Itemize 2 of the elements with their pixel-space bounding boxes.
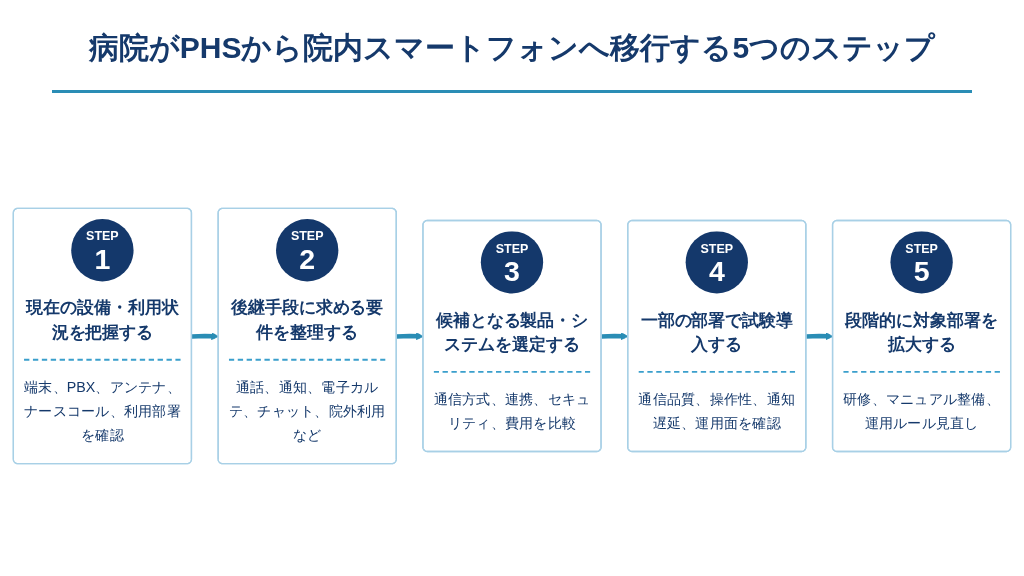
arrow [191, 332, 219, 341]
title: 病院がPHSから院内スマートフォンへ移行する5つのステップ [88, 30, 936, 66]
